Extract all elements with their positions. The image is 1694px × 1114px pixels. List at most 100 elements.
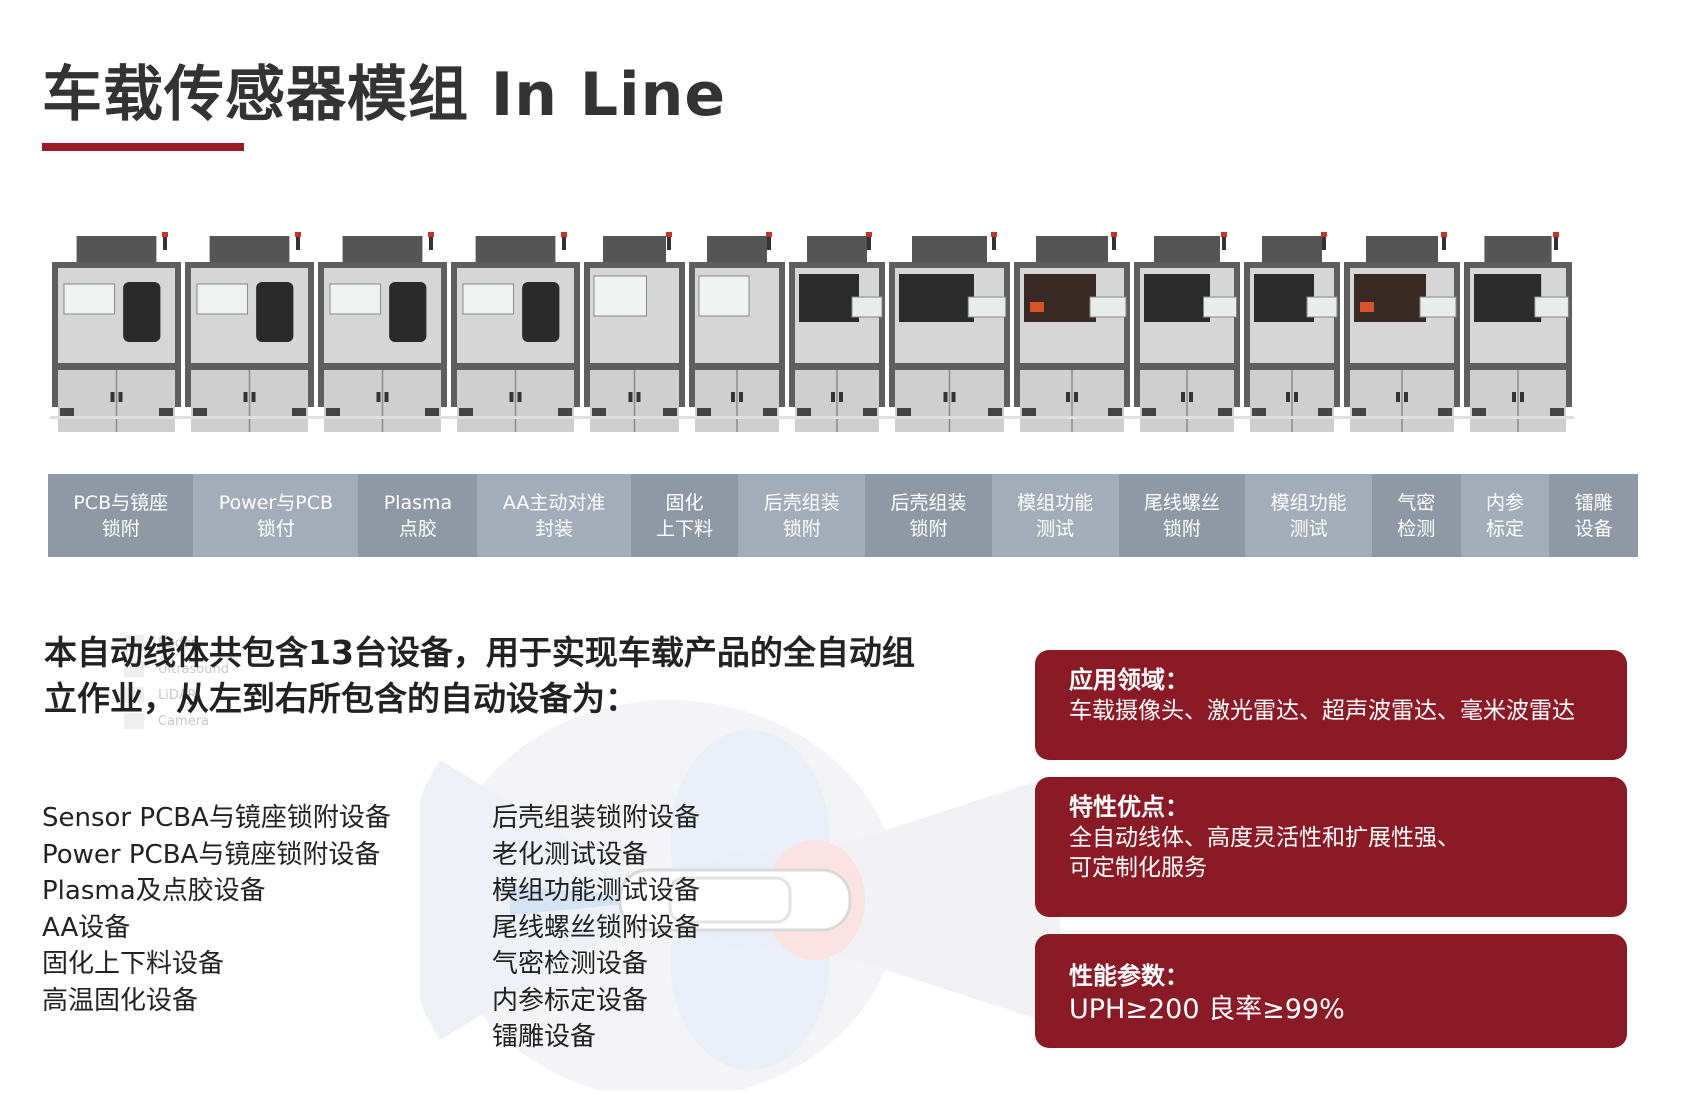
legend-swatch [124,687,144,703]
machine-screen [329,283,382,315]
legend-text: Camera [158,713,210,729]
performance-body: UPH≥200 良率≥99% [1069,994,1345,1025]
station-label: 固化 上下料 [630,474,739,557]
equipment-item: 气密检测设备 [492,949,649,979]
station-label-text: Power与PCB 锁付 [218,491,334,540]
machine-top-cap [209,236,290,262]
signal-light [561,232,567,237]
legend-item: Radar [124,630,229,656]
machine-foot [697,408,711,416]
station-label: 模组功能 测试 [991,474,1119,557]
machine-handle [1520,392,1524,402]
machine-top-cap [342,236,423,262]
signal-light [866,232,872,237]
signal-tower [667,232,671,250]
station-label-text: 模组功能 测试 [1017,491,1094,540]
machine-handle [1294,392,1298,402]
machine-window [256,282,294,342]
station-label-text: 后壳组装 锁附 [763,491,840,540]
machine-top-cap [1366,236,1438,262]
station-label: 后壳组装 锁附 [738,474,866,557]
station-label-text: 内参 标定 [1485,491,1524,540]
signal-tower [1112,232,1116,250]
machine-handle [1404,392,1408,402]
equipment-item: Plasma及点胶设备 [42,876,266,906]
features-card: 特性优点： 全自动线体、高度灵活性和扩展性强、 可定制化服务 [1035,777,1627,917]
machine-foot [292,408,306,416]
floor-shadow [50,416,1574,419]
signal-tower [562,232,566,250]
equipment-item: 老化测试设备 [492,839,649,870]
machine-screen [1534,296,1569,318]
machine-window [899,274,974,322]
machine-window [522,282,560,342]
equipment-item: 尾线螺丝锁附设备 [492,912,701,943]
machine-handle [251,392,256,402]
machine-foot [863,408,877,416]
machine-foot [763,408,777,416]
machine-window [1024,274,1096,322]
title-underline [42,143,244,151]
signal-light [1441,232,1447,237]
machine-handle [943,392,948,402]
legend-item: LiDAR [124,682,229,708]
machine-handle [1181,392,1185,402]
machine-window [1354,274,1426,322]
performance-card: 性能参数： UPH≥200 良率≥99% [1035,934,1627,1048]
machine-handle [636,392,641,402]
machine-foot [797,408,811,416]
machine-handle [1512,392,1516,402]
signal-light [295,232,301,237]
application-body: 车载摄像头、激光雷达、超声波雷达、毫米波雷达 [1069,698,1575,724]
equipment-item: 镭雕设备 [492,1022,597,1052]
machine-foot [988,408,1002,416]
equipment-list-right: 后壳组装锁附设备老化测试设备模组功能测试设备尾线螺丝锁附设备气密检测设备内参标定… [492,800,700,1056]
equipment-item: 模组功能测试设备 [492,876,701,906]
station-label: 镭雕 设备 [1549,474,1639,557]
legend-text: Radar [158,635,197,651]
legend-item: Camera [124,708,229,734]
machine-screen [698,275,750,317]
station-label-text: 镭雕 设备 [1574,491,1613,540]
legend-item: Ultrasound [124,656,229,682]
machine-top-cap [1154,236,1220,262]
equipment-item: 固化上下料设备 [42,949,225,979]
legend-text: LiDAR [158,687,197,703]
performance-heading: 性能参数： [1069,962,1189,990]
machine-foot [663,408,677,416]
machine-foot [1438,408,1452,416]
station-label-text: AA主动对准 封装 [502,491,606,540]
machine-foot [1022,408,1036,416]
machine-handle [951,392,956,402]
machine-screen [1203,296,1237,318]
machine-window [389,282,427,342]
machine-foot [897,408,911,416]
page-title: 车载传感器模组 In Line [42,60,727,130]
machine-top-cap [1484,236,1552,262]
legend-swatch [124,661,144,677]
machine-foot [60,408,74,416]
machine-handle [517,392,522,402]
machine-handle [731,392,735,402]
station-label-text: 气密 检测 [1397,491,1436,540]
station-label: Power与PCB 锁付 [193,474,359,557]
machine-top-cap [1262,236,1322,262]
signal-tower [1322,232,1326,250]
machine-top-cap [475,236,556,262]
signal-light [428,232,434,237]
machine-screen [63,283,116,315]
station-label-text: 固化 上下料 [656,491,714,540]
station-label: 气密 检测 [1371,474,1461,557]
equipment-item: AA设备 [42,912,131,943]
machine-handle [509,392,514,402]
machine-foot [1252,408,1266,416]
machine-foot [193,408,207,416]
machine-top-cap [76,236,157,262]
equipment-item: 高温固化设备 [42,985,199,1016]
signal-light [1321,232,1327,237]
signal-light [1553,232,1559,237]
equipment-item: 内参标定设备 [492,985,649,1016]
production-line-image [50,232,1574,432]
